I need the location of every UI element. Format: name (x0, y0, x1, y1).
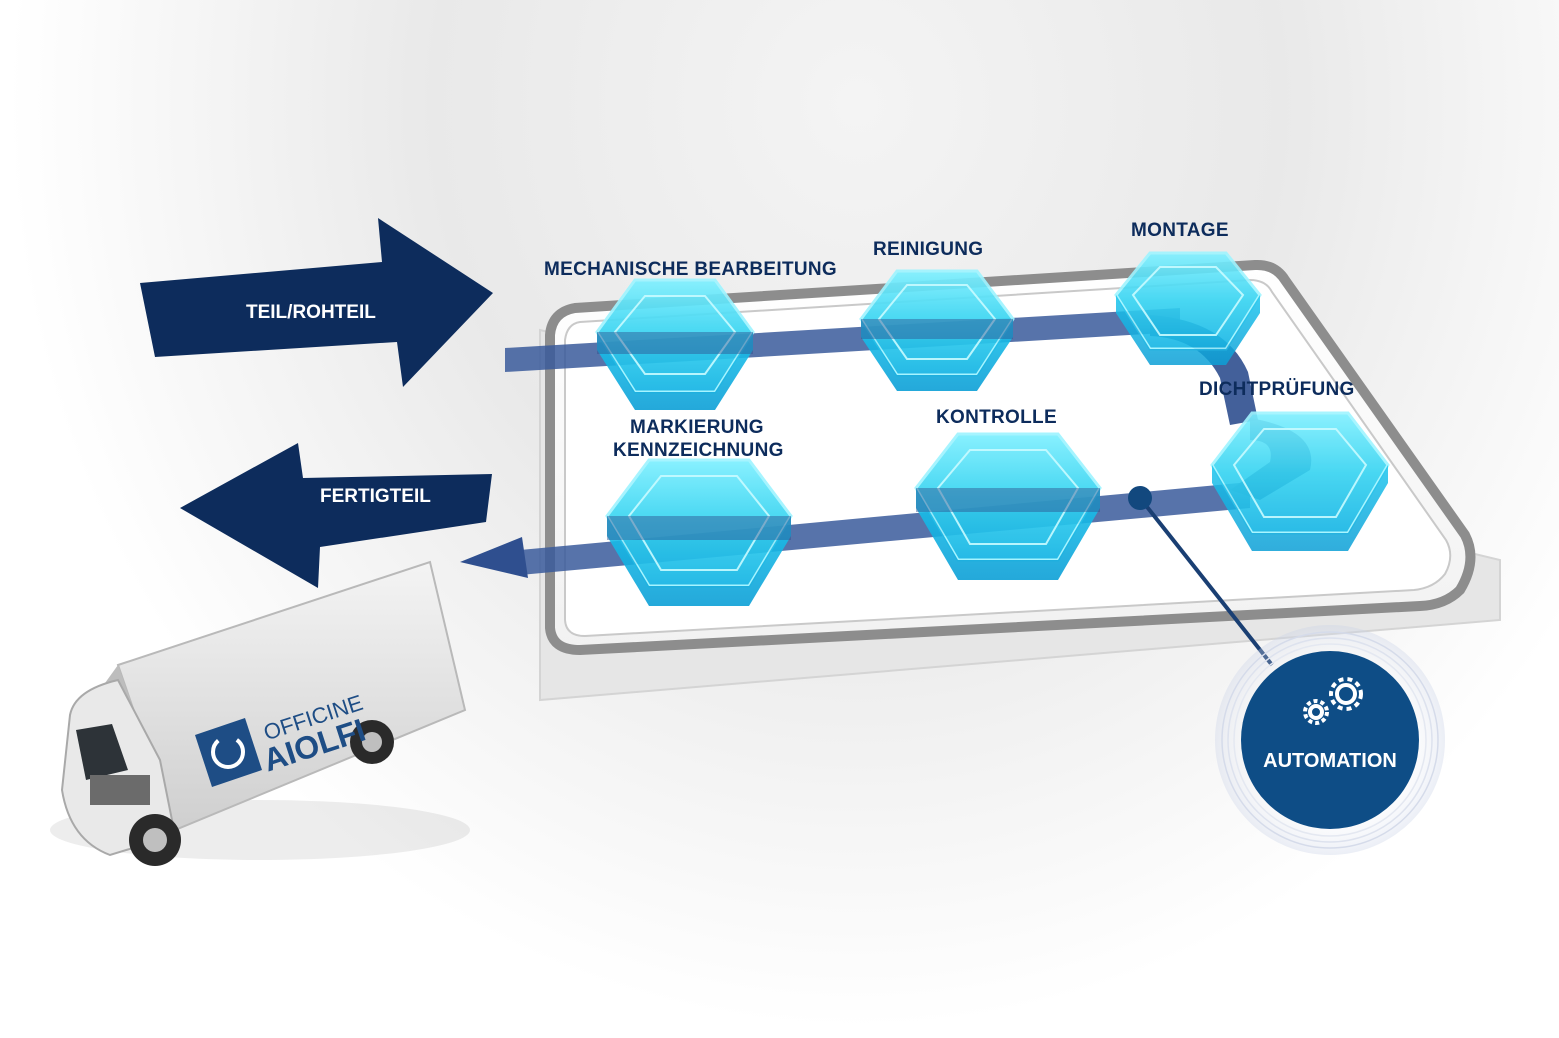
gears-icon (1303, 677, 1363, 725)
station-marking-label-line2: KENNZEICHNUNG (613, 440, 784, 461)
station-assembly (1114, 251, 1262, 365)
station-assembly-label: MONTAGE (1131, 220, 1229, 241)
station-machining-label: MECHANISCHE BEARBEITUNG (544, 259, 837, 280)
station-inspection (914, 432, 1102, 580)
station-marking-label-line1: MARKIERUNG (630, 417, 764, 438)
station-marking (605, 458, 793, 606)
input-arrow-label: TEIL/ROHTEIL (246, 302, 376, 323)
output-arrow-label: FERTIGTEIL (320, 486, 431, 507)
automation-connector (1128, 486, 1274, 667)
station-cleaning (859, 269, 1015, 391)
automation-badge (1215, 625, 1445, 855)
station-leak-test (1210, 411, 1390, 551)
station-leak-test-label: DICHTPRÜFUNG (1199, 379, 1355, 400)
output-arrow (180, 443, 492, 588)
station-cleaning-label: REINIGUNG (873, 239, 984, 260)
station-machining (595, 278, 755, 410)
delivery-truck (50, 560, 470, 866)
input-arrow (140, 218, 493, 387)
automation-label: AUTOMATION (1263, 750, 1397, 772)
station-inspection-label: KONTROLLE (936, 407, 1057, 428)
